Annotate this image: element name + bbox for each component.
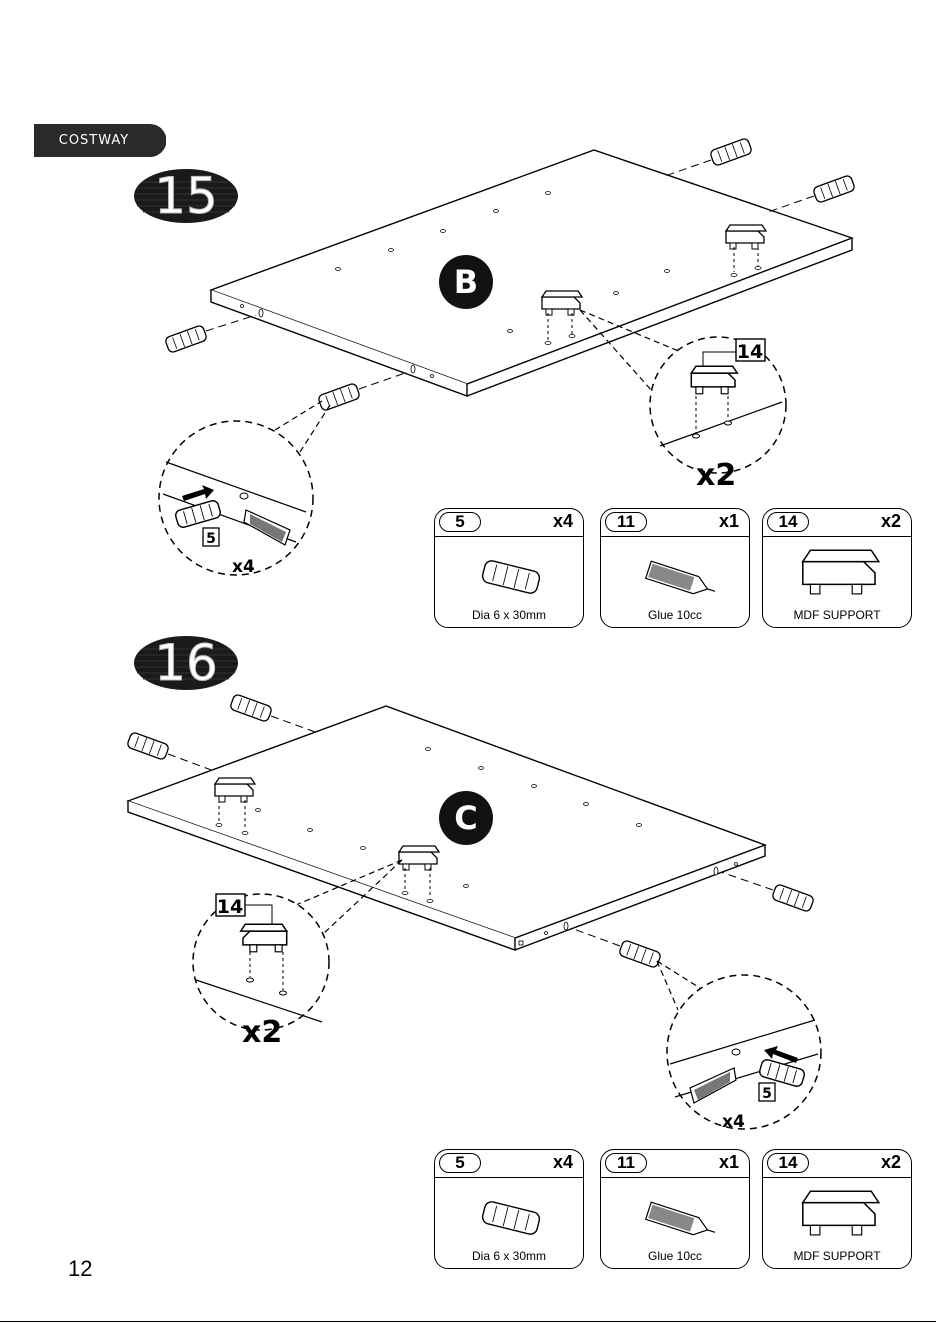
- part-card-glue: 11 x1 Glue 10cc: [600, 508, 750, 628]
- card-header: 14 x2: [763, 509, 911, 537]
- part-qty: x4: [553, 511, 573, 532]
- callout-part-14: 14: [217, 896, 243, 918]
- part-id: 11: [605, 1153, 647, 1173]
- card-header: 14 x2: [763, 1150, 911, 1178]
- callout-part-5: 5: [206, 531, 216, 547]
- part-qty: x2: [881, 1152, 901, 1173]
- part-card-mdf-support: 14 x2 MDF SUPPORT: [762, 508, 912, 628]
- card-header: 11 x1: [601, 1150, 749, 1178]
- part-card-dowel: 5 x4 Dia 6 x 30mm: [434, 508, 584, 628]
- part-id: 5: [439, 1153, 481, 1173]
- mdf-support-icon: [763, 1178, 913, 1248]
- callout-part-14: 14: [737, 341, 763, 363]
- callout-qty-x4: x4: [232, 557, 255, 577]
- part-caption: Dia 6 x 30mm: [435, 608, 583, 622]
- bottom-rule: [0, 1321, 936, 1322]
- card-header: 5 x4: [435, 509, 583, 537]
- glue-bottle-icon: [601, 1178, 751, 1248]
- part-qty: x4: [553, 1152, 573, 1173]
- part-id: 14: [767, 512, 809, 532]
- part-card-glue: 11 x1 Glue 10cc: [600, 1149, 750, 1269]
- mdf-support-icon: [763, 537, 913, 607]
- panel-label-c: C: [454, 799, 477, 837]
- step-16-drawing: C 14 x2: [126, 694, 821, 1132]
- dowel-icon: [435, 537, 585, 607]
- part-id: 11: [605, 512, 647, 532]
- part-caption: MDF SUPPORT: [763, 1249, 911, 1263]
- callout-qty-x4: x4: [722, 1112, 745, 1132]
- part-id: 14: [767, 1153, 809, 1173]
- panel-label-b: B: [454, 263, 478, 301]
- part-card-mdf-support: 14 x2 MDF SUPPORT: [762, 1149, 912, 1269]
- callout-qty-x2: x2: [242, 1015, 282, 1050]
- part-card-dowel: 5 x4 Dia 6 x 30mm: [434, 1149, 584, 1269]
- callout-qty-x2: x2: [696, 458, 736, 493]
- part-qty: x1: [719, 1152, 739, 1173]
- part-caption: Glue 10cc: [601, 608, 749, 622]
- callout-part-5: 5: [762, 1086, 772, 1102]
- dowel-icon: [435, 1178, 585, 1248]
- part-qty: x1: [719, 511, 739, 532]
- part-caption: Dia 6 x 30mm: [435, 1249, 583, 1263]
- page-number: 12: [68, 1256, 92, 1282]
- card-header: 11 x1: [601, 509, 749, 537]
- part-qty: x2: [881, 511, 901, 532]
- part-caption: MDF SUPPORT: [763, 608, 911, 622]
- part-id: 5: [439, 512, 481, 532]
- part-caption: Glue 10cc: [601, 1249, 749, 1263]
- glue-bottle-icon: [601, 537, 751, 607]
- card-header: 5 x4: [435, 1150, 583, 1178]
